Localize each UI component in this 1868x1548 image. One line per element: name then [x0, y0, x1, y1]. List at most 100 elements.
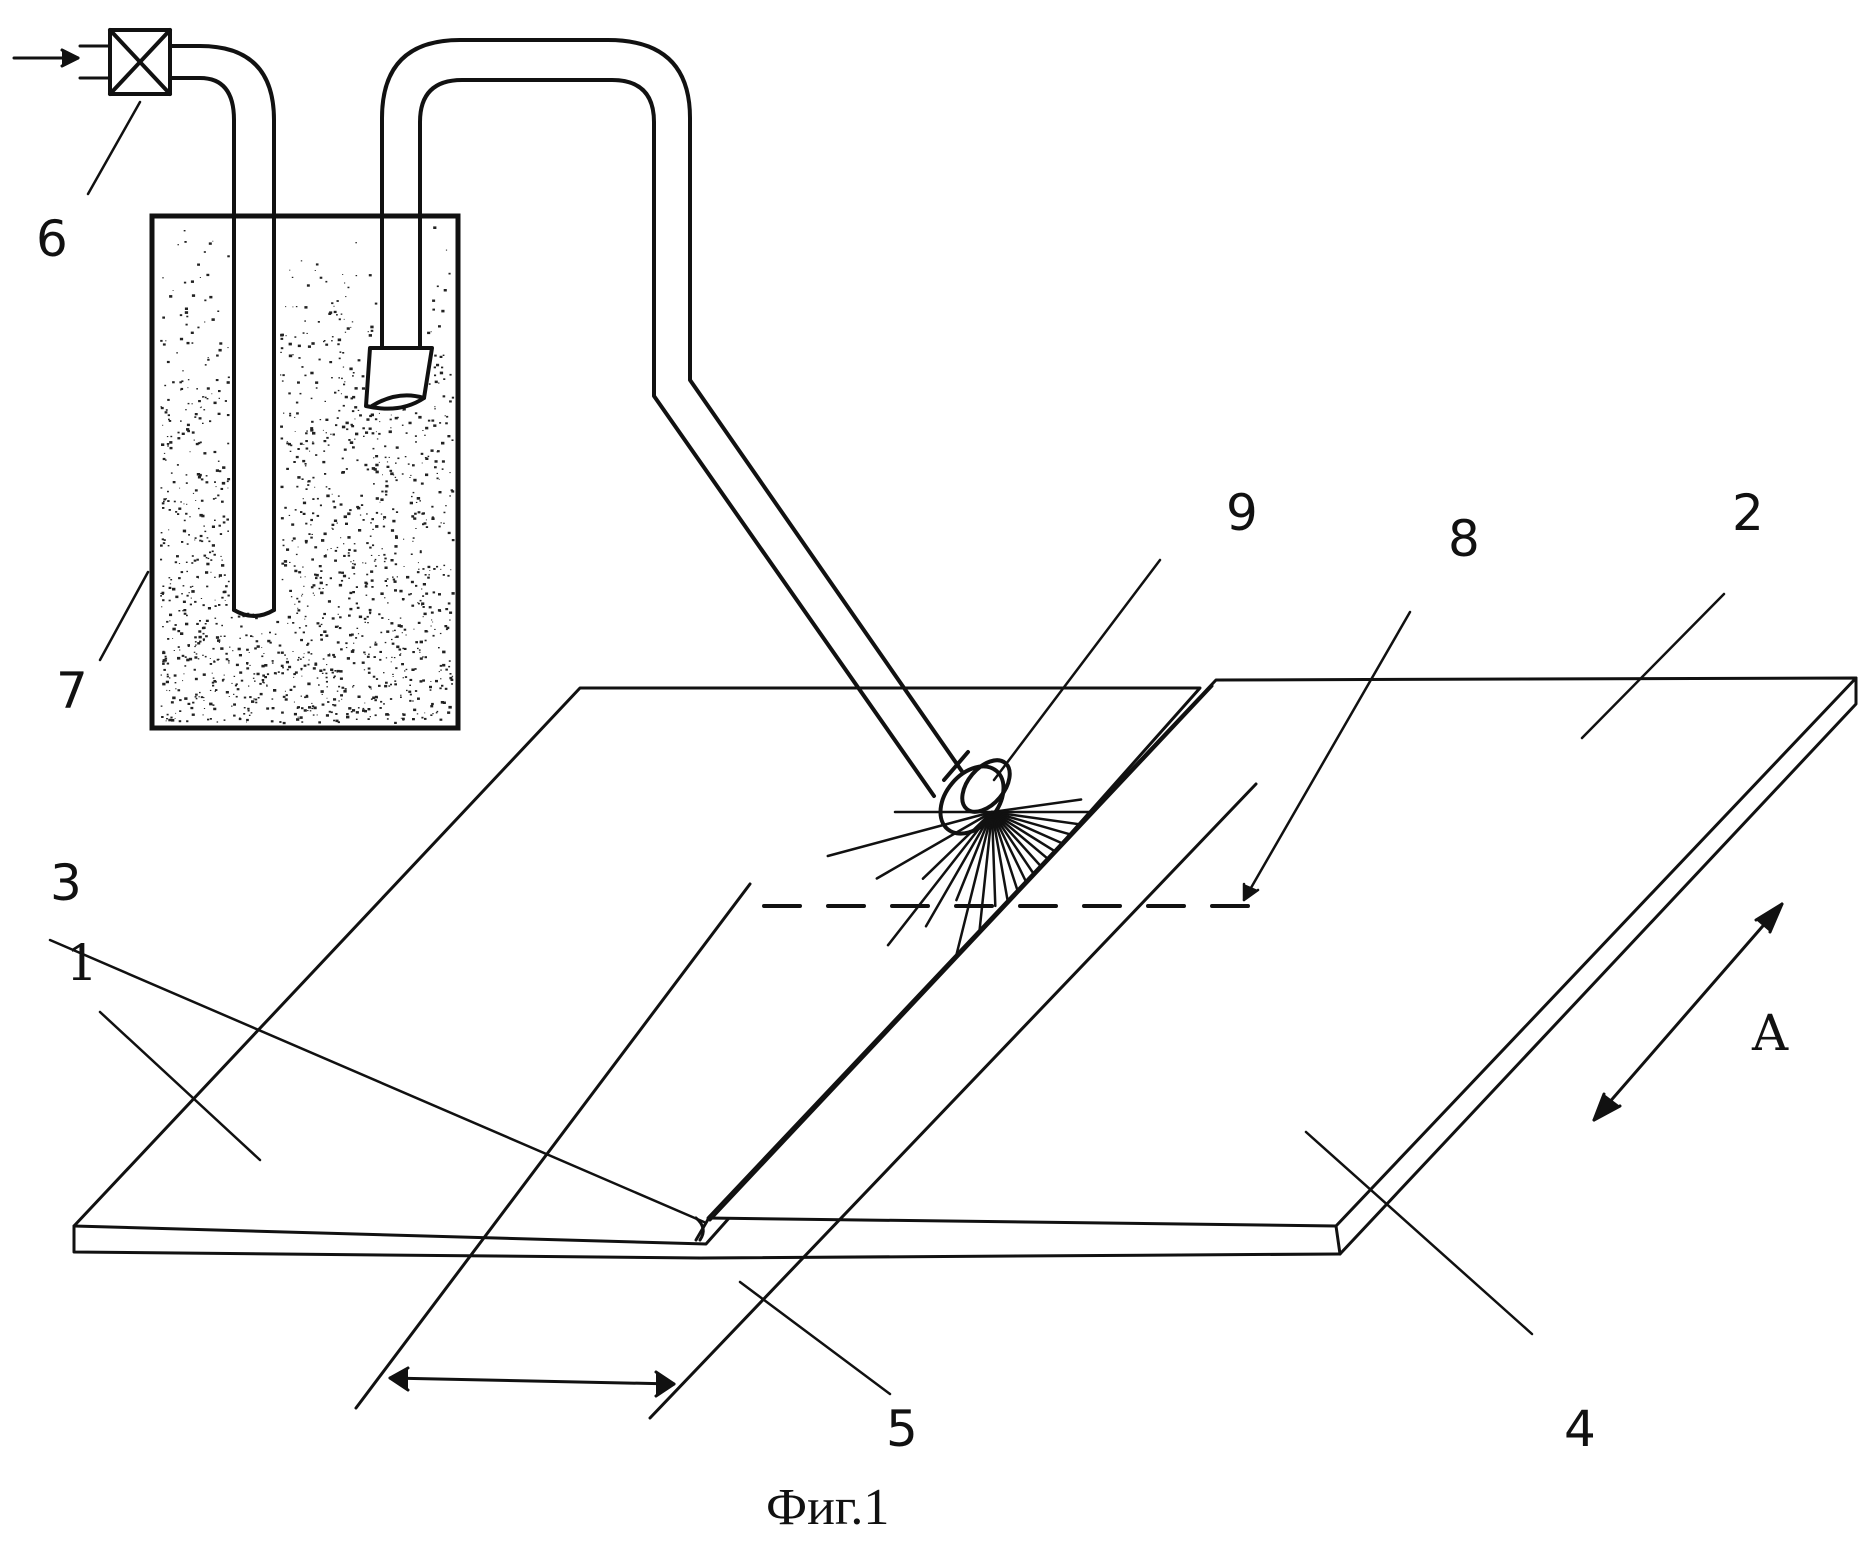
powder-grain — [369, 686, 371, 688]
powder-grain — [237, 688, 240, 690]
powder-grain — [183, 601, 186, 603]
powder-grain — [263, 653, 264, 654]
powder-grain — [399, 654, 401, 656]
powder-grain — [425, 593, 428, 595]
powder-grain — [326, 432, 327, 433]
powder-grain — [227, 255, 230, 257]
powder-grain — [338, 571, 341, 573]
powder-grain — [443, 565, 445, 566]
powder-grain — [208, 541, 210, 543]
powder-grain — [411, 554, 413, 556]
powder-grain — [356, 586, 358, 588]
powder-grain — [365, 431, 368, 434]
powder-grain — [312, 443, 314, 445]
powder-grain — [231, 706, 232, 707]
powder-grain — [424, 435, 426, 436]
powder-grain — [253, 673, 255, 674]
powder-grain — [312, 512, 314, 514]
powder-grain — [210, 718, 212, 720]
powder-grain — [449, 677, 452, 679]
powder-grain — [411, 581, 414, 583]
powder-grain — [305, 465, 307, 466]
powder-grain — [344, 283, 345, 284]
powder-grain — [200, 535, 203, 537]
powder-grain — [297, 476, 300, 479]
powder-grain — [203, 627, 206, 629]
powder-grain — [325, 554, 326, 555]
powder-grain — [178, 577, 181, 579]
powder-grain — [246, 662, 249, 664]
powder-grain — [307, 333, 308, 334]
powder-grain — [308, 345, 311, 348]
powder-grain — [376, 497, 379, 500]
powder-grain — [343, 543, 344, 544]
powder-grain — [433, 591, 436, 593]
powder-grain — [228, 660, 230, 662]
powder-grain — [294, 702, 295, 703]
powder-grain — [203, 673, 206, 676]
powder-grain — [447, 711, 450, 714]
powder-grain — [401, 663, 404, 665]
powder-grain — [293, 686, 295, 688]
powder-grain — [409, 422, 412, 425]
powder-grain — [253, 678, 255, 679]
powder-grain — [246, 649, 249, 651]
powder-grain — [178, 689, 181, 691]
powder-grain — [337, 691, 339, 692]
powder-grain — [175, 624, 177, 626]
powder-grain — [212, 318, 215, 321]
powder-grain — [212, 682, 214, 684]
powder-grain — [269, 632, 271, 634]
powder-grain — [215, 605, 217, 607]
powder-grain — [340, 351, 342, 353]
powder-grain — [420, 641, 423, 644]
powder-grain — [216, 355, 219, 357]
powder-grain — [324, 440, 327, 442]
powder-grain — [307, 710, 308, 711]
powder-grain — [414, 513, 417, 515]
powder-grain — [432, 300, 435, 302]
powder-grain — [185, 513, 187, 515]
powder-grain — [188, 534, 190, 536]
powder-grain — [221, 488, 224, 490]
powder-grain — [450, 374, 452, 376]
powder-grain — [331, 302, 333, 304]
powder-grain — [397, 576, 398, 577]
powder-grain — [348, 707, 351, 710]
powder-grain — [207, 359, 209, 361]
powder-grain — [353, 643, 354, 644]
powder-grain — [422, 430, 423, 431]
powder-grain — [212, 241, 213, 242]
powder-grain — [296, 412, 299, 414]
powder-grain — [410, 694, 412, 696]
powder-grain — [428, 574, 430, 575]
powder-grain — [199, 620, 201, 622]
powder-grain — [385, 682, 388, 684]
powder-grain — [168, 529, 169, 530]
powder-grain — [390, 698, 392, 700]
powder-grain — [324, 340, 326, 341]
powder-grain — [287, 669, 289, 671]
powder-grain — [337, 547, 339, 548]
powder-grain — [306, 448, 309, 450]
powder-grain — [298, 547, 299, 548]
powder-grain — [301, 721, 303, 723]
powder-grain — [216, 623, 218, 625]
powder-grain — [160, 593, 161, 594]
powder-grain — [449, 612, 452, 614]
label-9: 9 — [1226, 484, 1258, 542]
powder-grain — [178, 432, 180, 434]
powder-grain — [169, 614, 172, 617]
powder-grain — [352, 375, 354, 376]
powder-grain — [375, 455, 378, 457]
powder-grain — [164, 385, 166, 386]
powder-grain — [431, 612, 434, 614]
powder-grain — [194, 652, 196, 653]
powder-grain — [421, 483, 424, 485]
powder-grain — [441, 310, 444, 313]
powder-grain — [424, 718, 427, 720]
powder-grain — [353, 662, 356, 664]
powder-grain — [370, 570, 373, 573]
powder-grain — [181, 541, 183, 543]
powder-grain — [228, 595, 230, 597]
